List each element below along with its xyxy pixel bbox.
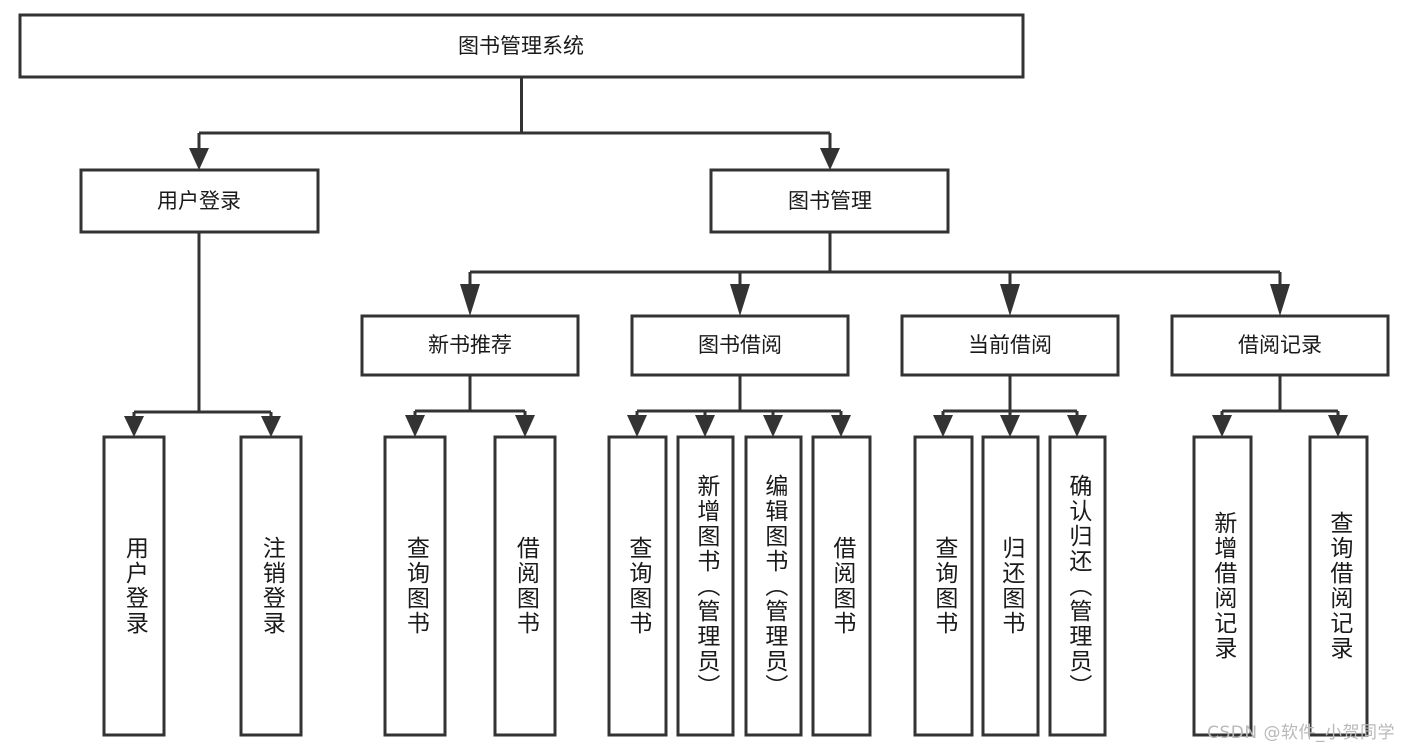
node-leaf-bb-add-book[interactable] xyxy=(676,435,735,737)
arrow-head-br-query-record xyxy=(1328,415,1348,437)
node-leaf-logout[interactable] xyxy=(239,435,303,737)
arrow-head-nbr-query-book xyxy=(405,415,425,437)
label-book-borrow: 图书借阅 xyxy=(698,333,782,357)
node-leaf-bb-borrow-book[interactable] xyxy=(811,435,872,737)
node-leaf-cb-confirm-return[interactable] xyxy=(1048,435,1107,737)
arrow-head-book-mgmt xyxy=(820,148,840,170)
node-layer xyxy=(18,13,1390,737)
connector-layer xyxy=(124,77,1348,437)
arrow-head-br-add-record xyxy=(1212,415,1232,437)
node-book-borrow[interactable] xyxy=(630,314,850,377)
arrow-head-bb-add-book xyxy=(695,415,715,437)
arrow-head-cb-return-book xyxy=(1000,415,1020,437)
node-root-book-management-system[interactable] xyxy=(18,13,1025,79)
label-book-management: 图书管理 xyxy=(788,189,872,213)
node-user-login[interactable] xyxy=(79,168,320,234)
label-borrow-record: 借阅记录 xyxy=(1238,333,1322,357)
node-leaf-cb-return-book[interactable] xyxy=(981,435,1040,737)
arrow-head-bb-edit-book xyxy=(763,415,783,437)
node-current-borrow[interactable] xyxy=(900,314,1120,377)
label-user-login: 用户登录 xyxy=(157,189,241,213)
arrow-head-bb-query-book xyxy=(627,415,647,437)
node-book-management[interactable] xyxy=(709,168,950,234)
node-leaf-user-login[interactable] xyxy=(102,435,166,737)
arrow-head-book-borrow xyxy=(730,284,750,316)
node-leaf-cb-query-book[interactable] xyxy=(913,435,974,737)
label-layer: 图书管理系统 用户登录 图书管理 新书推荐 图书借阅 当前借阅 借阅记录 xyxy=(157,34,1322,357)
node-leaf-nbr-borrow-book[interactable] xyxy=(493,435,557,737)
node-leaf-nbr-query-book[interactable] xyxy=(383,435,447,737)
node-leaf-bb-query-book[interactable] xyxy=(607,435,668,737)
watermark-text: CSDN @软件_小贺同学 xyxy=(1207,723,1395,743)
node-borrow-record[interactable] xyxy=(1170,314,1390,377)
label-root: 图书管理系统 xyxy=(458,34,584,58)
label-new-book-recommend: 新书推荐 xyxy=(428,333,512,357)
arrow-head-cb-query-book xyxy=(933,415,953,437)
node-new-book-recommend[interactable] xyxy=(360,314,580,377)
arrow-head-leaf-user-login xyxy=(124,416,144,437)
arrow-head-leaf-logout xyxy=(261,416,281,437)
arrow-head-borrow-record xyxy=(1270,284,1290,316)
label-current-borrow: 当前借阅 xyxy=(968,333,1052,357)
arrow-head-user-login xyxy=(189,148,209,170)
node-leaf-br-query-record[interactable] xyxy=(1308,435,1369,737)
node-leaf-bb-edit-book[interactable] xyxy=(744,435,803,737)
arrow-head-nbr-borrow-book xyxy=(515,415,535,437)
arrow-head-bb-borrow-book xyxy=(831,415,851,437)
arrow-head-current-borrow xyxy=(1000,284,1020,316)
arrow-head-new-book-recommend xyxy=(460,284,480,316)
node-leaf-br-add-record[interactable] xyxy=(1192,435,1253,737)
arrow-head-cb-confirm-return xyxy=(1067,415,1087,437)
